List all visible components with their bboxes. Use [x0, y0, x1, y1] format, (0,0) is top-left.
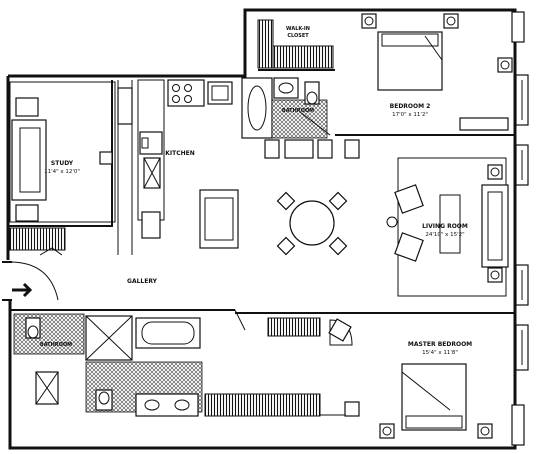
entry-door-swing [9, 261, 59, 301]
bedroom-2: BEDROOM 2 17'0" x 11'2" [335, 13, 515, 136]
master-toilet [95, 389, 113, 411]
walk-in-sublabel: CLOSET [287, 33, 309, 39]
dining-area [199, 189, 348, 256]
bedroom2-bed [377, 31, 443, 91]
kitchen-oven [141, 211, 161, 239]
facade-windows [511, 11, 529, 446]
kitchen-fridge [117, 87, 133, 125]
gallery: GALLERY [9, 261, 246, 331]
master-bedroom-dimensions: 15'4" x 11'8" [422, 350, 458, 356]
study-chair [99, 151, 113, 165]
upper-bathroom-label: BATHROOM [282, 108, 314, 114]
left-bathroom: BATHROOM [13, 313, 85, 405]
living-coffee-table [439, 194, 461, 254]
entry-arrow-icon [12, 282, 33, 298]
kitchen: KITCHEN [117, 79, 233, 255]
upper-bathtub [241, 77, 273, 139]
master-bedroom-label: MASTER BEDROOM [408, 341, 472, 348]
upper-bathroom: BATHROOM [241, 77, 331, 139]
gallery-label: GALLERY [127, 278, 158, 285]
living-sofa [481, 184, 509, 268]
study-sofa [11, 119, 47, 201]
master-vanity [135, 393, 199, 417]
bedroom2-dimensions: 17'0" x 11'2" [392, 112, 428, 118]
living-room-label: LIVING ROOM [422, 223, 468, 230]
living-armchair-top [394, 184, 424, 214]
kitchen-label: KITCHEN [165, 150, 195, 157]
kitchen-dishwasher [139, 131, 163, 155]
bedroom2-label: BEDROOM 2 [390, 103, 431, 110]
left-bathroom-label: BATHROOM [40, 342, 72, 348]
living-room-dimensions: 24'10" x 15'2" [425, 232, 464, 238]
master-chair [344, 401, 360, 417]
master-bedroom: MASTER BEDROOM 15'4" x 11'8" [235, 312, 515, 439]
study-label: STUDY [51, 160, 74, 167]
exterior-walls [2, 8, 517, 450]
study-bookshelf [9, 227, 66, 251]
left-toilet [25, 317, 41, 339]
study-dimensions: 11'4" x 12'0" [44, 169, 80, 175]
corridor-closets [264, 139, 360, 159]
study-room: STUDY 11'4" x 12'0" [8, 80, 116, 256]
bedroom2-dresser [459, 117, 509, 131]
dining-sideboard [199, 189, 239, 249]
master-closets [204, 317, 353, 417]
walk-in-closet: WALK-IN CLOSET [257, 19, 335, 71]
kitchen-sink [207, 81, 233, 105]
dining-table [289, 200, 335, 246]
living-room: LIVING ROOM 24'10" x 15'2" [386, 157, 509, 297]
master-bathroom [85, 315, 203, 417]
walk-in-label: WALK-IN [286, 26, 310, 32]
living-armchair-bottom [394, 232, 424, 262]
